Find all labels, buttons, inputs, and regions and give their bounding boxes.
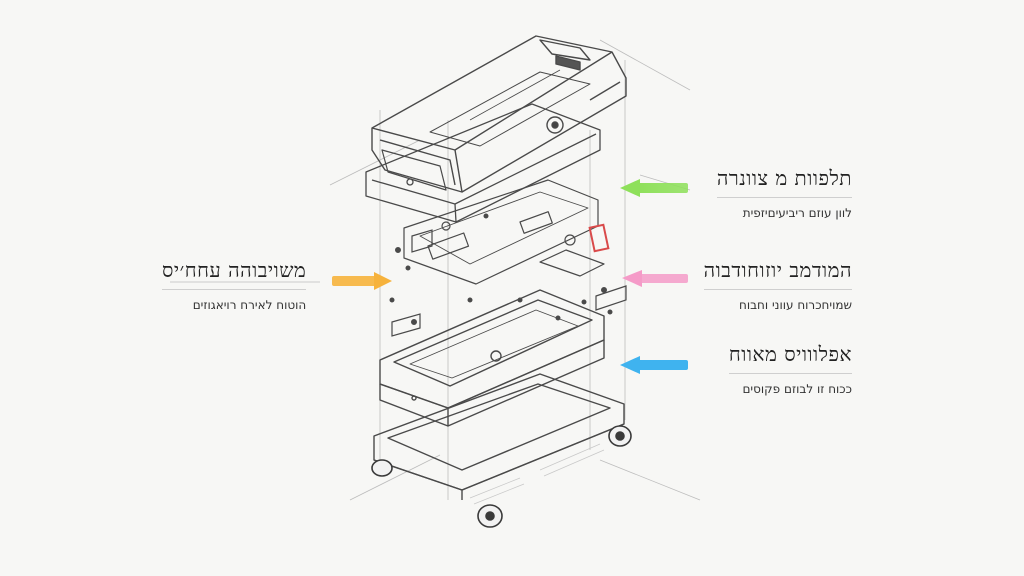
- callout-middle-left-title: משויבוהה עחח׳יס: [162, 258, 307, 282]
- callout-bottom-right-subtitle: ככוח זו לבוזם פקוסים: [742, 382, 852, 396]
- callout-top-right-title: תלפוות מ צוונרה: [716, 166, 852, 190]
- pencil-shading: [469, 443, 605, 505]
- wheeled-base: [373, 373, 625, 500]
- callout-middle-left: משויבוהה עחח׳יס הוטוח לאירח רויאגוזים: [162, 258, 307, 312]
- callout-middle-left-subtitle: הוטוח לאירח רויאגוזים: [192, 298, 307, 312]
- construction-lines: [170, 39, 701, 501]
- callout-divider: [728, 373, 852, 374]
- arrow-blue: [620, 356, 688, 374]
- callout-divider: [703, 289, 852, 290]
- arrow-green: [620, 179, 688, 197]
- middle-frame: [379, 289, 605, 427]
- callout-middle-right-title: המודמב יוזוחודבוה: [703, 258, 852, 282]
- callout-middle-right-subtitle: שמויחכרוח עווני וחבוח: [739, 298, 852, 312]
- callout-divider: [716, 197, 852, 198]
- top-housing: [371, 35, 627, 193]
- callout-divider: [162, 289, 307, 290]
- arrow-pink: [622, 270, 688, 287]
- wheels: [371, 425, 632, 528]
- callout-top-right-subtitle: לוון עוזם ריביעיםיזפית: [742, 206, 852, 220]
- fasteners: [389, 213, 613, 325]
- callout-middle-right: המודמב יוזוחודבוה שמויחכרוח עווני וחבוח: [703, 258, 852, 312]
- arrow-orange: [332, 272, 392, 290]
- highlighted-component: [588, 223, 610, 253]
- callout-bottom-right-title: אפלווויס מאווח: [728, 342, 852, 366]
- callout-bottom-right: אפלווויס מאווח ככוח זו לבוזם פקוסים: [728, 342, 852, 396]
- side-brackets: [391, 229, 627, 337]
- callout-top-right: תלפוות מ צוונרה לוון עוזם ריביעיםיזפית: [716, 166, 852, 220]
- internal-board: [403, 179, 605, 285]
- upper-tray: [365, 103, 601, 223]
